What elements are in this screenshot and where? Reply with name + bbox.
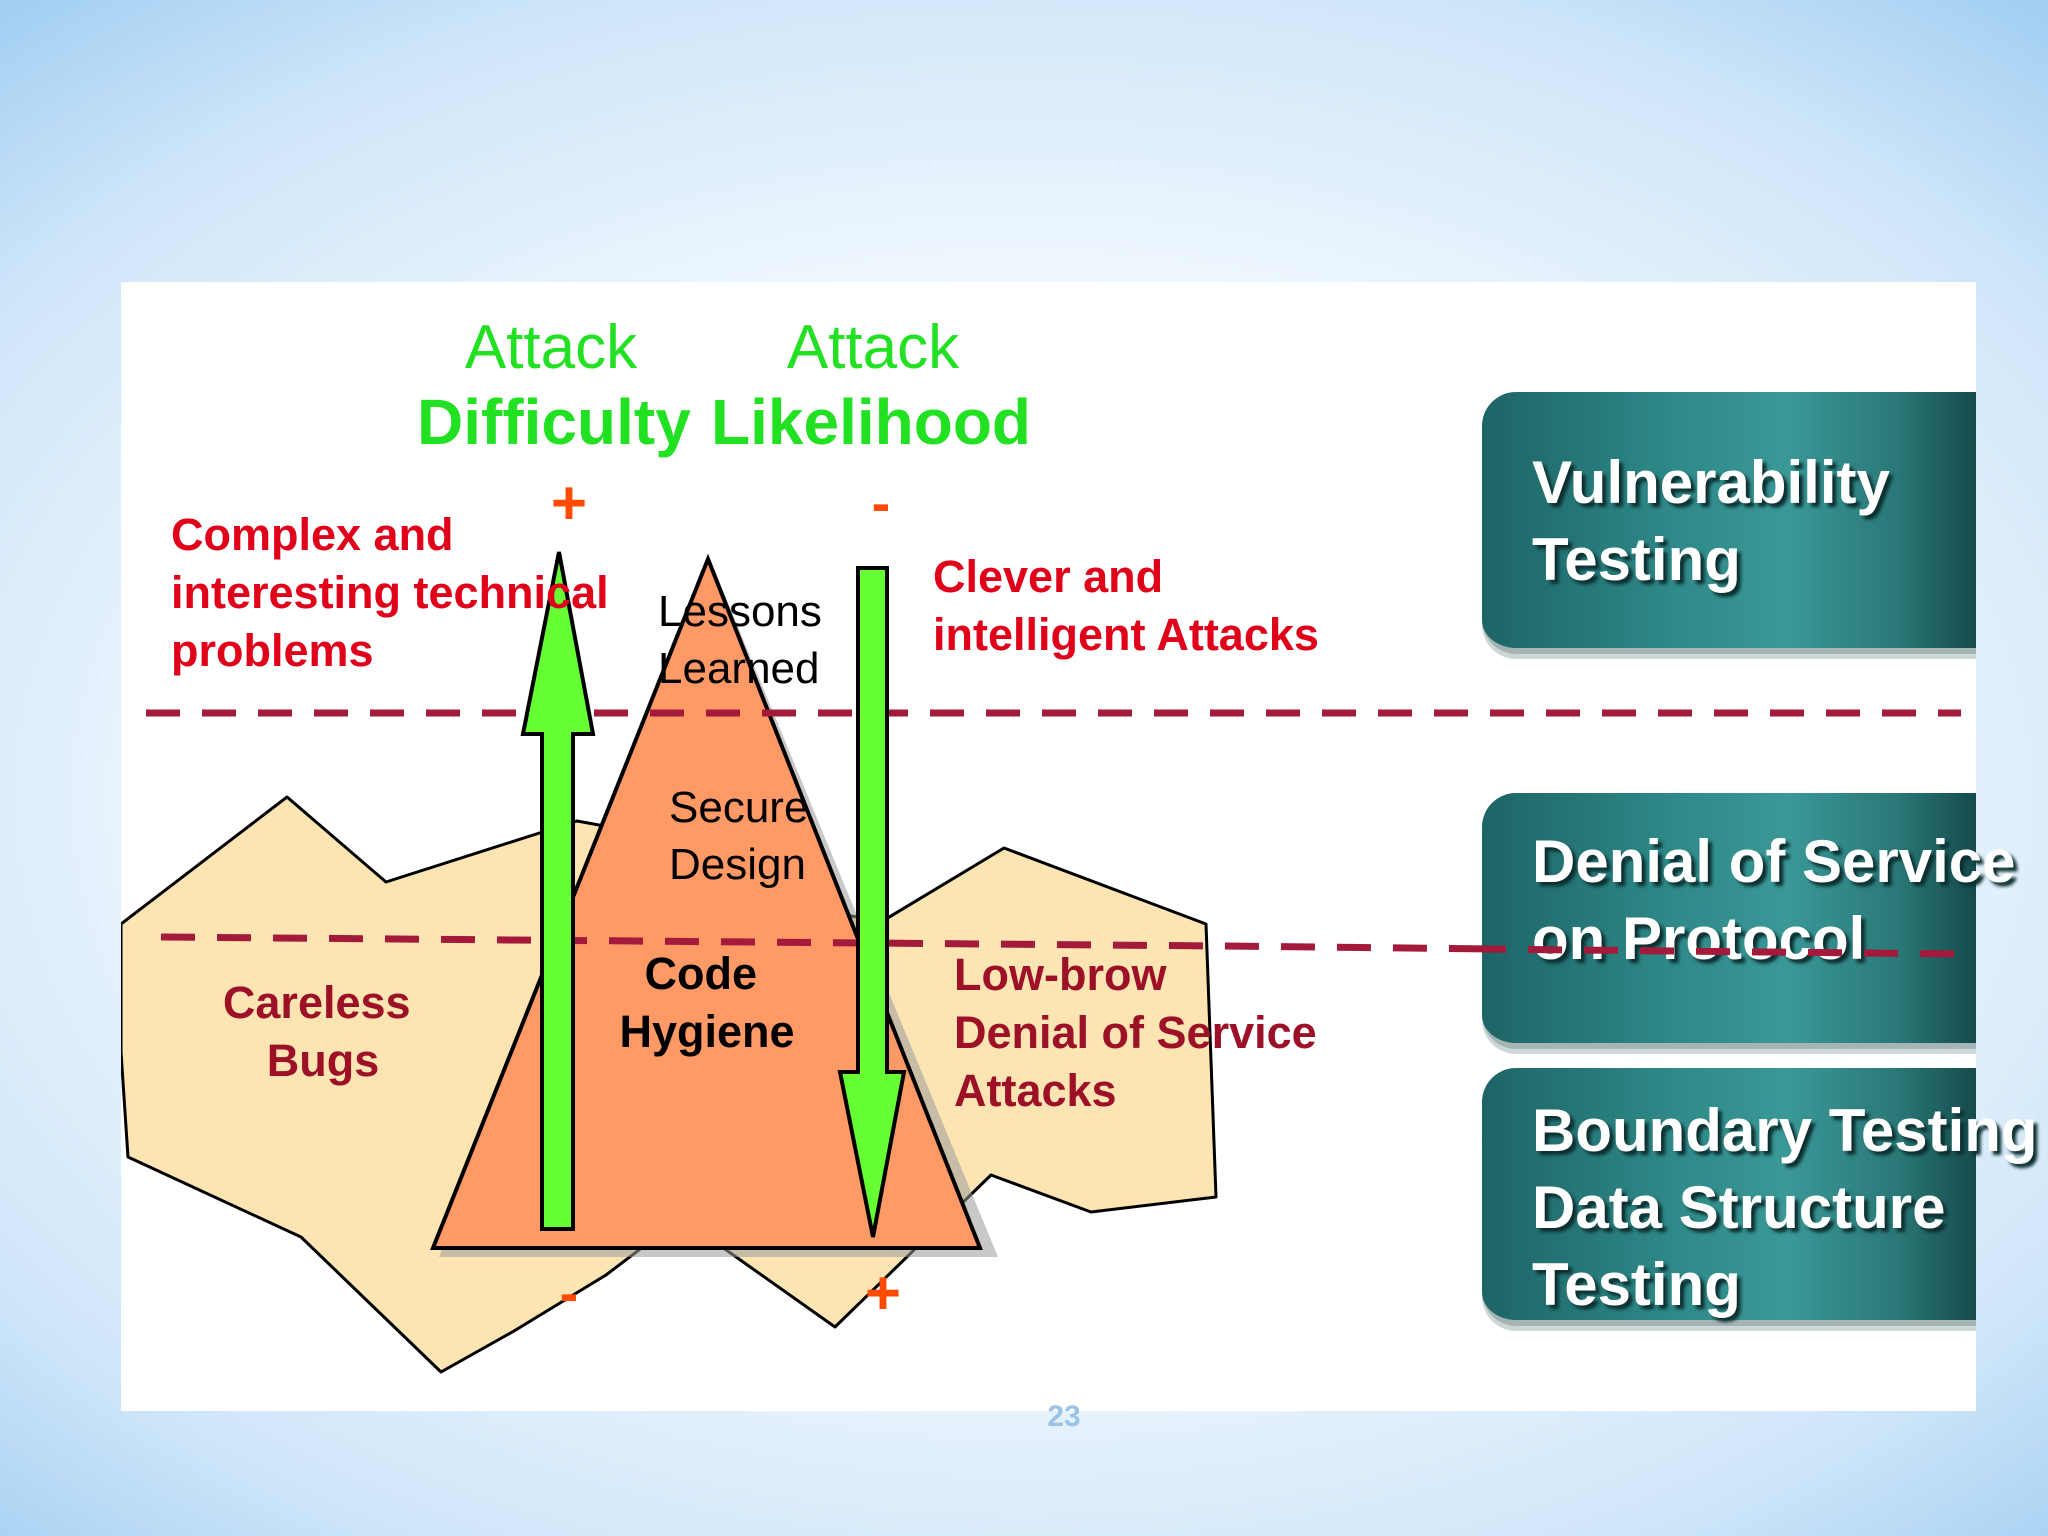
lowbrow-line-1: Low-brow <box>954 949 1167 1000</box>
careless-bugs-label: Careless Bugs <box>223 977 423 1086</box>
code-hygiene-label: Code Hygiene <box>619 948 794 1057</box>
vulnerability-line-2: Testing <box>1532 526 1741 593</box>
attack-pyramid-diagram: Attack Difficulty Attack Likelihood + - … <box>121 313 1962 1374</box>
slide-number: 23 <box>1047 1400 1081 1433</box>
lessons-learned-label: Lessons Learned <box>658 587 834 693</box>
complex-line-2: interesting technical <box>171 567 609 618</box>
secure-design-label: Secure Design <box>669 783 821 889</box>
lower-dashed-line <box>160 933 1962 958</box>
careless-line-2: Bugs <box>267 1035 380 1086</box>
likelihood-minus-sign: - <box>872 471 891 534</box>
difficulty-title-line2: Difficulty <box>417 386 691 458</box>
slide: Attack Difficulty Attack Likelihood + - … <box>121 282 2038 1411</box>
difficulty-minus-sign: - <box>560 1261 579 1324</box>
code-line-1: Code <box>644 948 757 999</box>
boundary-line-3: Testing <box>1532 1251 1741 1318</box>
clever-attacks-label: Clever and intelligent Attacks <box>933 551 1319 660</box>
difficulty-plus-sign: + <box>551 469 587 538</box>
dos-line-2: on Protocol <box>1532 905 1866 972</box>
complex-line-3: problems <box>171 625 374 676</box>
vulnerability-line-1: Vulnerability <box>1532 449 1890 516</box>
dos-line-1: Denial of Service <box>1532 828 2016 895</box>
likelihood-arrow <box>837 566 907 1238</box>
clever-line-1: Clever and <box>933 551 1163 602</box>
clever-line-2: intelligent Attacks <box>933 609 1319 660</box>
boundary-testing-panel: Boundary Testing Data Structure Testing <box>1482 1068 2038 1326</box>
boundary-line-2: Data Structure <box>1532 1174 1946 1241</box>
careless-line-1: Careless <box>223 977 411 1028</box>
difficulty-arrow <box>520 551 596 1231</box>
lessons-line-1: Lessons <box>658 587 822 636</box>
denial-of-service-panel: Denial of Service on Protocol <box>1482 793 2016 1049</box>
complex-line-1: Complex and <box>171 509 454 560</box>
difficulty-title-line1: Attack <box>465 313 638 382</box>
lessons-line-2: Learned <box>658 644 819 693</box>
secure-line-1: Secure <box>669 783 808 832</box>
vulnerability-testing-panel: Vulnerability Testing <box>1482 392 1976 654</box>
secure-line-2: Design <box>669 840 806 889</box>
likelihood-title-line1: Attack <box>787 313 960 382</box>
likelihood-title-line2: Likelihood <box>711 386 1031 458</box>
lowbrow-line-2: Denial of Service <box>954 1007 1317 1058</box>
lowbrow-dos-label: Low-brow Denial of Service Attacks <box>954 949 1329 1116</box>
complex-problems-label: Complex and interesting technical proble… <box>171 509 621 676</box>
code-line-2: Hygiene <box>619 1006 794 1057</box>
boundary-line-1: Boundary Testing <box>1532 1097 2038 1164</box>
lowbrow-line-3: Attacks <box>954 1065 1117 1116</box>
likelihood-plus-sign: + <box>865 1259 901 1328</box>
